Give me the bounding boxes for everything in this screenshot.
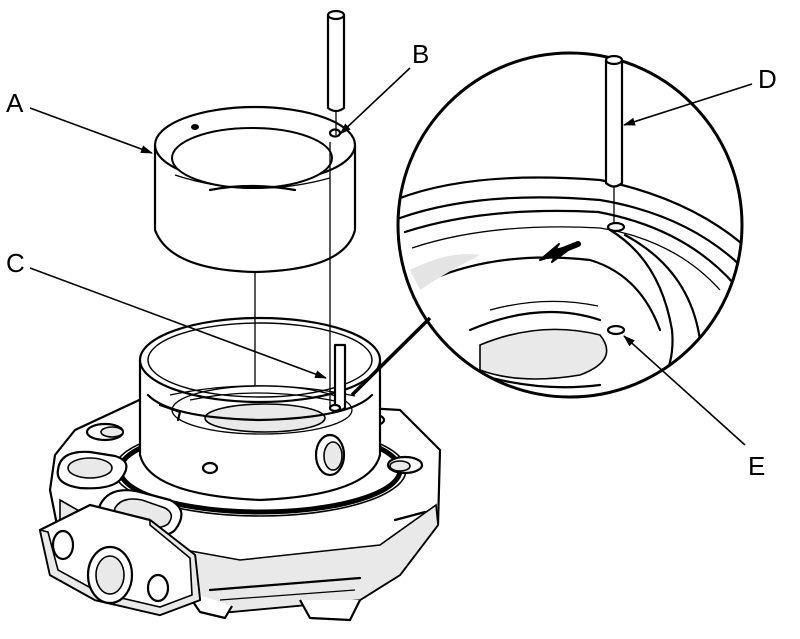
callouts: A B C D E (6, 39, 777, 481)
cylinder-bore (138, 316, 382, 502)
cam-ring (153, 105, 357, 274)
label-b: B (412, 39, 429, 69)
guide-pin (326, 9, 346, 113)
detail-view (350, 51, 744, 399)
label-e: E (748, 451, 765, 481)
label-a: A (6, 88, 24, 118)
label-c: C (6, 248, 25, 278)
label-d: D (758, 64, 777, 94)
alignment-guides (254, 110, 347, 413)
